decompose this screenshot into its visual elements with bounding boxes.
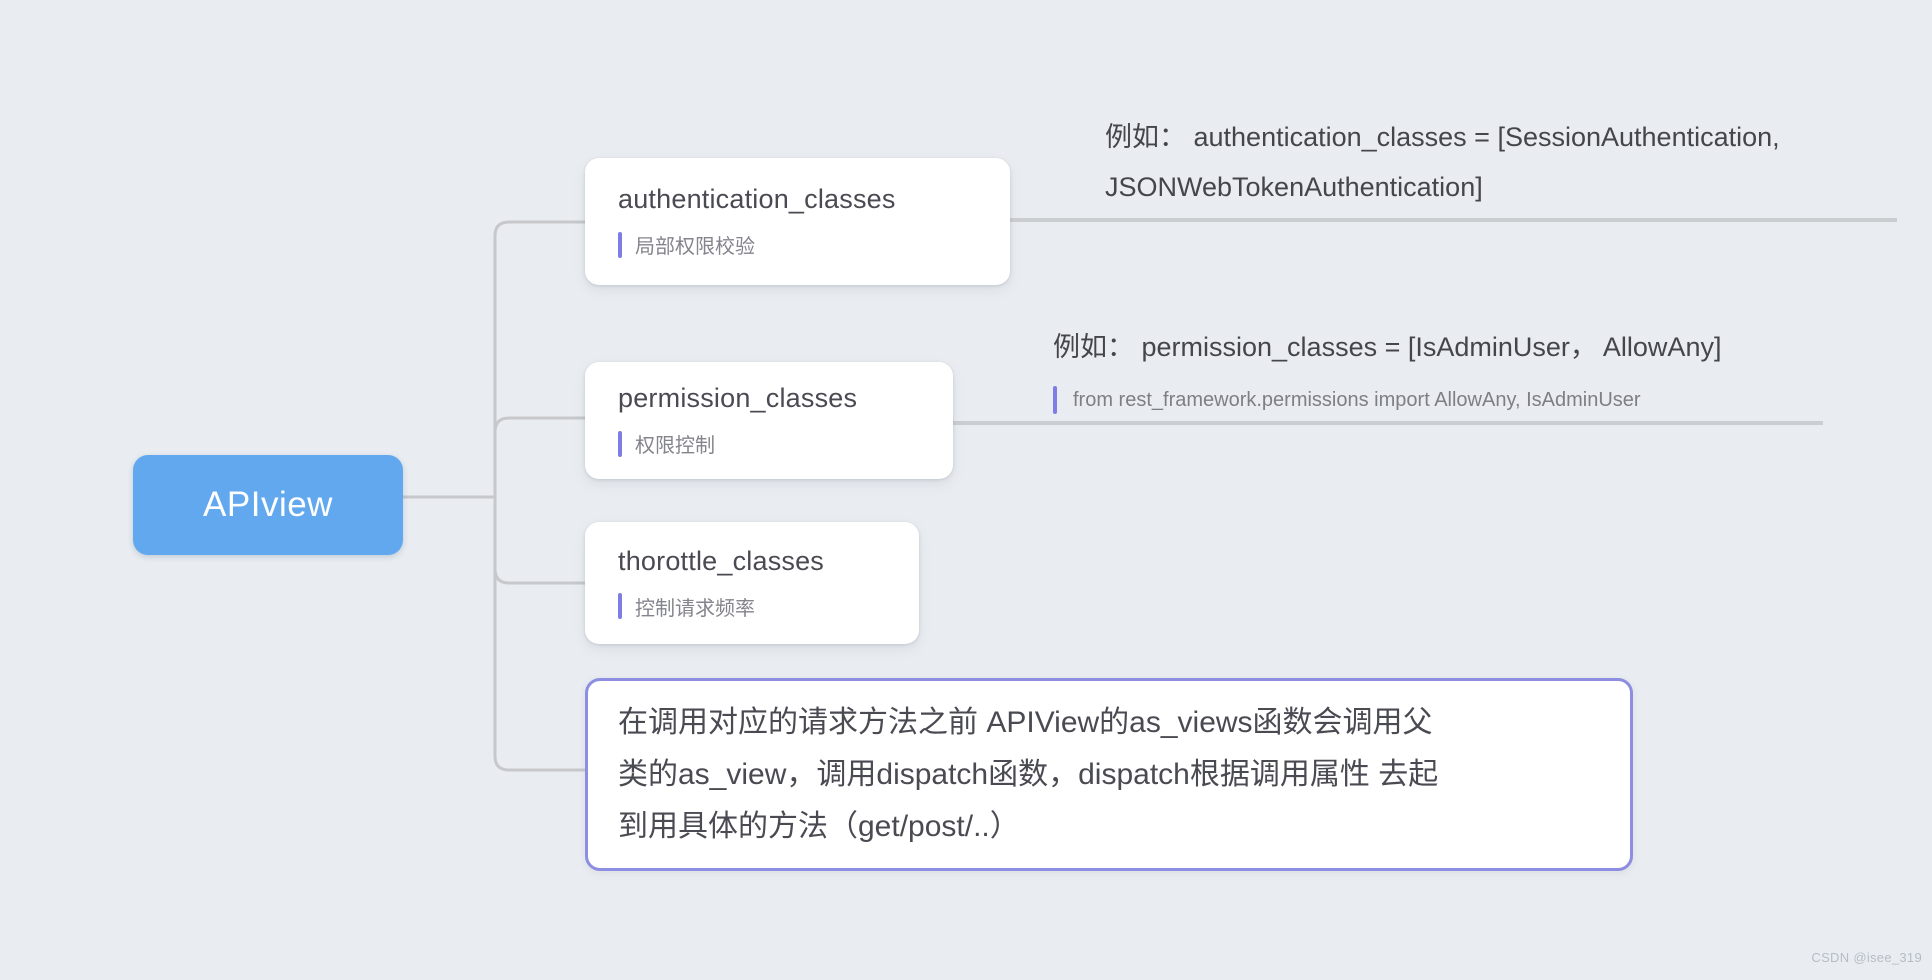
annotation-line: 例如： authentication_classes = [SessionAut… [1105, 122, 1780, 152]
csdn-watermark: CSDN @isee_319 [1811, 950, 1922, 965]
root-node-apiview[interactable]: APIview [133, 455, 403, 555]
dispatch-text-line: 到用具体的方法（get/post/..） [618, 809, 1020, 843]
node-title: thorottle_classes [618, 545, 825, 576]
note-marker-icon [1053, 386, 1057, 414]
node-authentication-classes[interactable]: authentication_classes 局部权限校验 [585, 158, 1010, 285]
connector-branch-authentication [493, 220, 587, 499]
annotation-permission-note[interactable]: from rest_framework.permissions import A… [1053, 386, 1641, 414]
annotation-permission-example[interactable]: 例如： permission_classes = [IsAdminUser， A… [1053, 322, 1721, 372]
annotation-authentication-example[interactable]: 例如： authentication_classes = [SessionAut… [1105, 112, 1780, 212]
annotation-note-text: from rest_framework.permissions import A… [1073, 388, 1641, 411]
node-note-text: 控制请求频率 [635, 597, 755, 620]
node-title: authentication_classes [618, 184, 896, 214]
node-title: permission_classes [618, 383, 858, 413]
dispatch-text-line: 类的as_view，调用dispatch函数，dispatch根据调用属性 去起 [618, 757, 1439, 791]
node-note-row: 局部权限校验 [618, 230, 988, 259]
connector-branch-dispatch [493, 495, 587, 772]
annotation-line: JSONWebTokenAuthentication] [1105, 172, 1483, 202]
annotation-line: 例如： permission_classes = [IsAdminUser， A… [1053, 332, 1722, 362]
node-dispatch-description[interactable]: 在调用对应的请求方法之前 APIView的as_views函数会调用父 类的as… [585, 678, 1633, 871]
node-note-text: 局部权限校验 [635, 236, 755, 258]
root-node-label: APIview [203, 485, 333, 524]
connector-branch-permission [493, 416, 587, 499]
connector-branch-throttle [493, 495, 587, 585]
node-note-row: 控制请求频率 [618, 592, 897, 621]
note-marker-icon [618, 430, 622, 457]
note-marker-icon [618, 231, 622, 258]
node-throttle-classes[interactable]: thorottle_classes 控制请求频率 [585, 522, 919, 644]
node-note-text: 权限控制 [635, 435, 715, 457]
note-marker-icon [618, 593, 622, 619]
node-note-row: 权限控制 [618, 429, 931, 458]
dispatch-text-line: 在调用对应的请求方法之前 APIView的as_views函数会调用父 [618, 705, 1433, 739]
node-permission-classes[interactable]: permission_classes 权限控制 [585, 362, 953, 479]
